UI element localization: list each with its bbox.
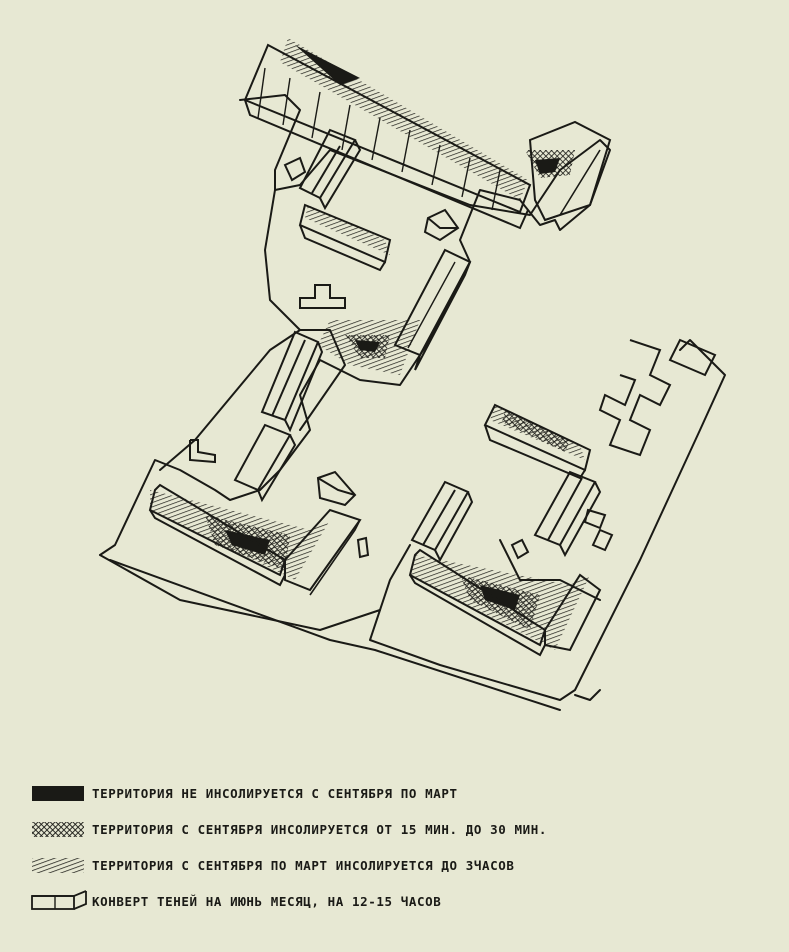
internal-path-south [379, 544, 411, 611]
building-east-short [533, 470, 602, 558]
legend: территория не инсолируется с сентября по… [30, 778, 770, 916]
road-spur [574, 689, 601, 701]
building-kiosk-north [283, 156, 307, 182]
legend-item-up-to-3h: территория с сентября по март инсолирует… [30, 850, 770, 880]
legend-item-15-30-min: территория с сентября инсолируется от 15… [30, 814, 770, 844]
building-east-upper [483, 403, 592, 480]
crosshatch-swatch-icon [32, 822, 84, 837]
internal-path-west [159, 189, 301, 471]
building-pavilion-north [423, 208, 460, 242]
outer-road [99, 339, 726, 701]
solid-swatch-icon [32, 786, 84, 801]
building-north-short [298, 128, 362, 211]
site-plan-drawing [99, 38, 726, 711]
building-north-long [243, 38, 612, 230]
legend-label-up-to-3h: территория с сентября по март инсолирует… [92, 857, 515, 873]
building-west-vertical [260, 330, 324, 433]
building-south-central [410, 480, 474, 563]
building-l-small-west [189, 439, 216, 464]
building-southwest-short [233, 423, 297, 503]
building-middle-west [298, 203, 392, 272]
legend-label-15-30-min: территория с сентября инсолируется от 15… [92, 821, 548, 837]
legend-item-no-insolation: территория не инсолируется с сентября по… [30, 778, 770, 808]
legend-label-shadow-envelope: конверт теней на июнь месяц, на 12-15 ча… [92, 893, 442, 909]
legend-item-shadow-envelope: конверт теней на июнь месяц, на 12-15 ча… [30, 886, 770, 916]
hatch-swatch-icon [32, 858, 84, 873]
building-t-shaped [299, 284, 346, 309]
building-southeast-long [408, 548, 602, 657]
building-east-complex [598, 338, 717, 457]
envelope-outline-icon [31, 890, 87, 910]
building-pavilion-south [316, 470, 357, 507]
building-southwest-long [148, 483, 362, 596]
inner-road [109, 559, 561, 711]
building-east-small [510, 508, 614, 560]
building-central-diagonal [318, 248, 472, 375]
legend-label-no-insolation: территория не инсолируется с сентября по… [92, 785, 458, 801]
building-kiosk-south [356, 536, 370, 559]
site-boundary [99, 94, 611, 556]
